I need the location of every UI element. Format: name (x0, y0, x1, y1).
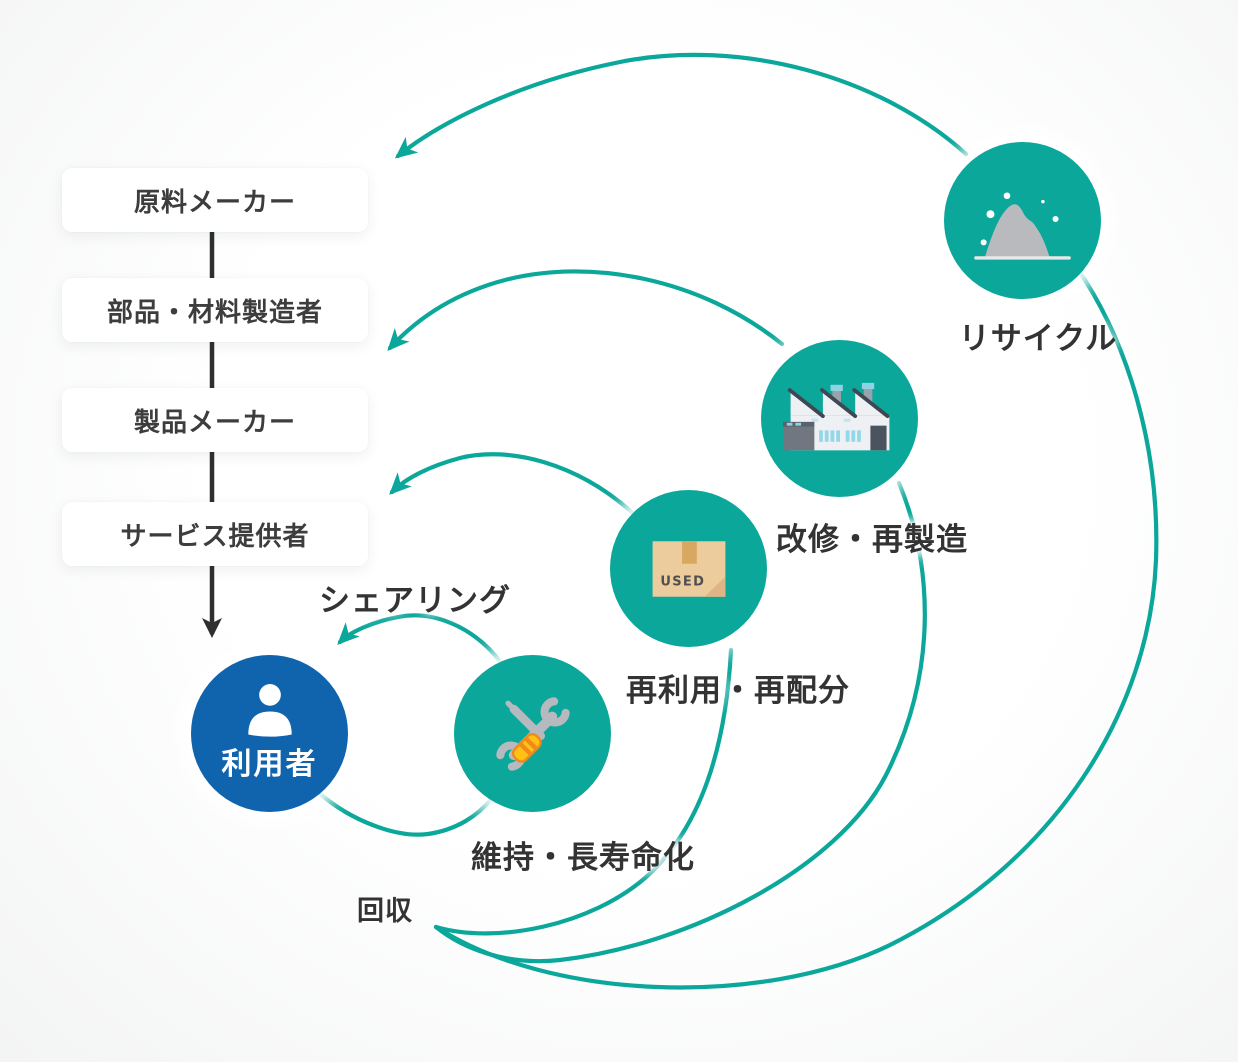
recycle-label: リサイクル (958, 321, 1118, 357)
reuse-circle: USED (610, 490, 767, 647)
chain-box-label: サービス提供者 (120, 521, 310, 552)
remanufacture-label: 改修・再製造 (776, 522, 968, 558)
recycle-return-arc (433, 265, 1159, 990)
chain-box-parts-material-manufacturer: 部品・材料製造者 (62, 278, 368, 342)
remanufacture-return-arc (433, 480, 927, 964)
sharing-label: シェアリング (319, 583, 511, 619)
factory-icon (782, 382, 889, 450)
material-pile-icon (973, 191, 1071, 260)
user-circle: 利用者 (191, 655, 348, 812)
sharing-arc (337, 613, 505, 667)
tools-icon (495, 696, 570, 771)
recycle-to-raw-material-arc (394, 52, 969, 159)
used-box-text: USED (660, 574, 705, 589)
remanufacture-circle (761, 340, 918, 497)
chain-box-service-provider: サービス提供者 (62, 502, 368, 566)
recycle-circle (944, 142, 1101, 299)
chain-box-label: 製品メーカー (133, 407, 296, 438)
person-icon (247, 684, 292, 737)
user-to-maintain-arc (315, 789, 495, 837)
user-circle-label: 利用者 (221, 747, 318, 782)
chain-box-raw-material-maker: 原料メーカー (62, 168, 368, 232)
chain-box-label: 部品・材料製造者 (106, 297, 323, 328)
chain-box-product-maker: 製品メーカー (62, 388, 368, 452)
chain-box-label: 原料メーカー (133, 187, 296, 218)
reuse-return-arc (433, 647, 734, 936)
maintain-circle (454, 655, 611, 812)
collection-label: 回収 (357, 896, 413, 927)
reuse-label: 再利用・再配分 (626, 673, 850, 709)
reuse-to-service-arc (389, 452, 639, 519)
maintain-label: 維持・長寿命化 (471, 840, 695, 876)
remanufacture-to-maker-arc (387, 269, 785, 351)
used-box-icon: USED (652, 540, 725, 597)
